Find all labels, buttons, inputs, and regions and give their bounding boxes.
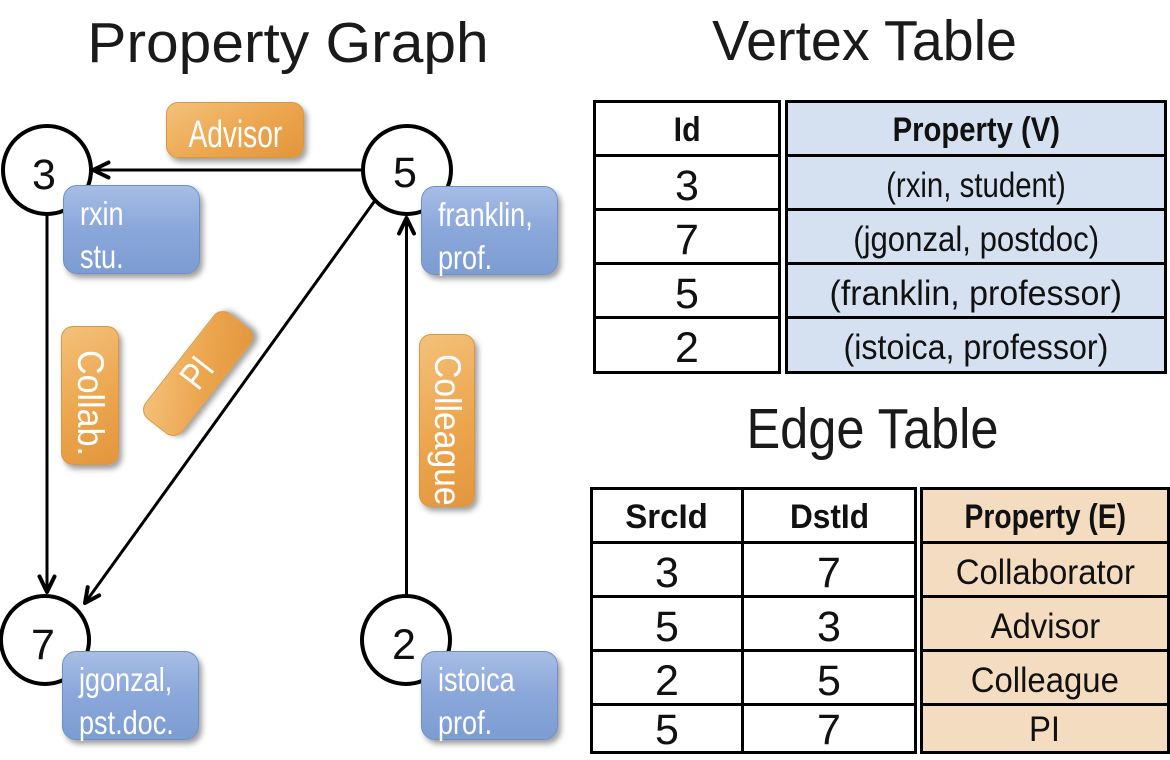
svg-text:3: 3 xyxy=(32,151,56,199)
svg-text:5: 5 xyxy=(393,149,417,197)
svg-text:2: 2 xyxy=(392,621,416,669)
svg-text:7: 7 xyxy=(31,621,55,669)
